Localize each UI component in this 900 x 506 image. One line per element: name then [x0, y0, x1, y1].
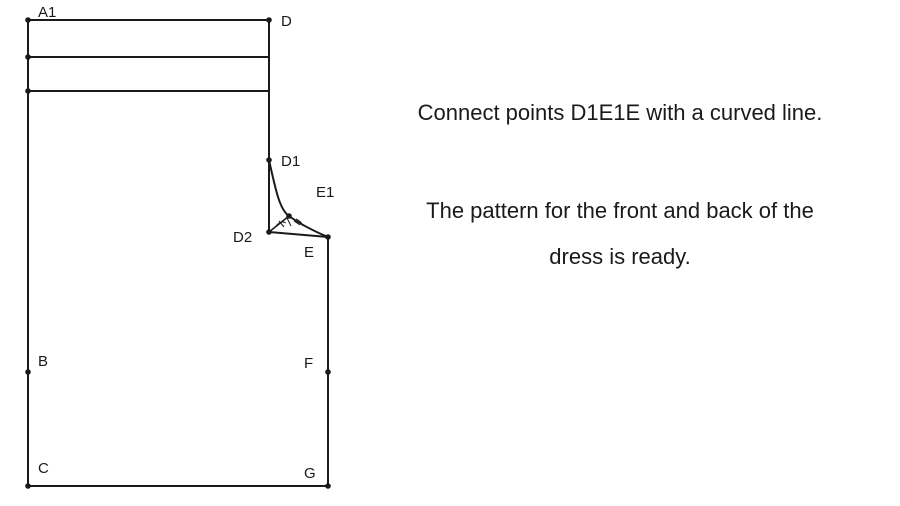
point-e1 [286, 213, 292, 219]
point-e [325, 234, 331, 240]
label-b: B [38, 353, 48, 370]
label-d2: D2 [233, 229, 252, 246]
angle-arc [275, 221, 287, 227]
point-f [325, 369, 331, 375]
point-d [266, 17, 272, 23]
point-d2 [266, 229, 272, 235]
point-b [25, 369, 31, 375]
label-d: D [281, 13, 292, 30]
instruction-step-2-line-1: The pattern for the front and back of th… [426, 198, 814, 223]
label-a1: A1 [38, 4, 56, 21]
angle-arc-2 [295, 218, 304, 227]
instruction-step-2-line-2: dress is ready. [549, 244, 691, 269]
label-e1: E1 [316, 184, 334, 201]
label-e: E [304, 244, 314, 261]
point-guide-1 [25, 54, 31, 60]
instruction-step-1: Connect points D1E1E with a curved line. [417, 100, 823, 125]
label-f: F [304, 355, 313, 372]
point-c [25, 483, 31, 489]
instruction-step-2: The pattern for the front and back of th… [360, 188, 880, 280]
point-d1 [266, 157, 272, 163]
d2-e-line [268, 231, 329, 238]
point-g [325, 483, 331, 489]
instructions-panel: Connect points D1E1E with a curved line.… [360, 96, 880, 280]
tick-mark-3 [293, 220, 301, 226]
point-guide-2 [25, 88, 31, 94]
label-c: C [38, 460, 49, 477]
tick-mark-1 [278, 220, 285, 228]
d2-e1-line [268, 215, 290, 233]
tick-mark-2 [286, 217, 292, 227]
label-d1: D1 [281, 153, 300, 170]
label-g: G [304, 465, 316, 482]
point-a1 [25, 17, 31, 23]
